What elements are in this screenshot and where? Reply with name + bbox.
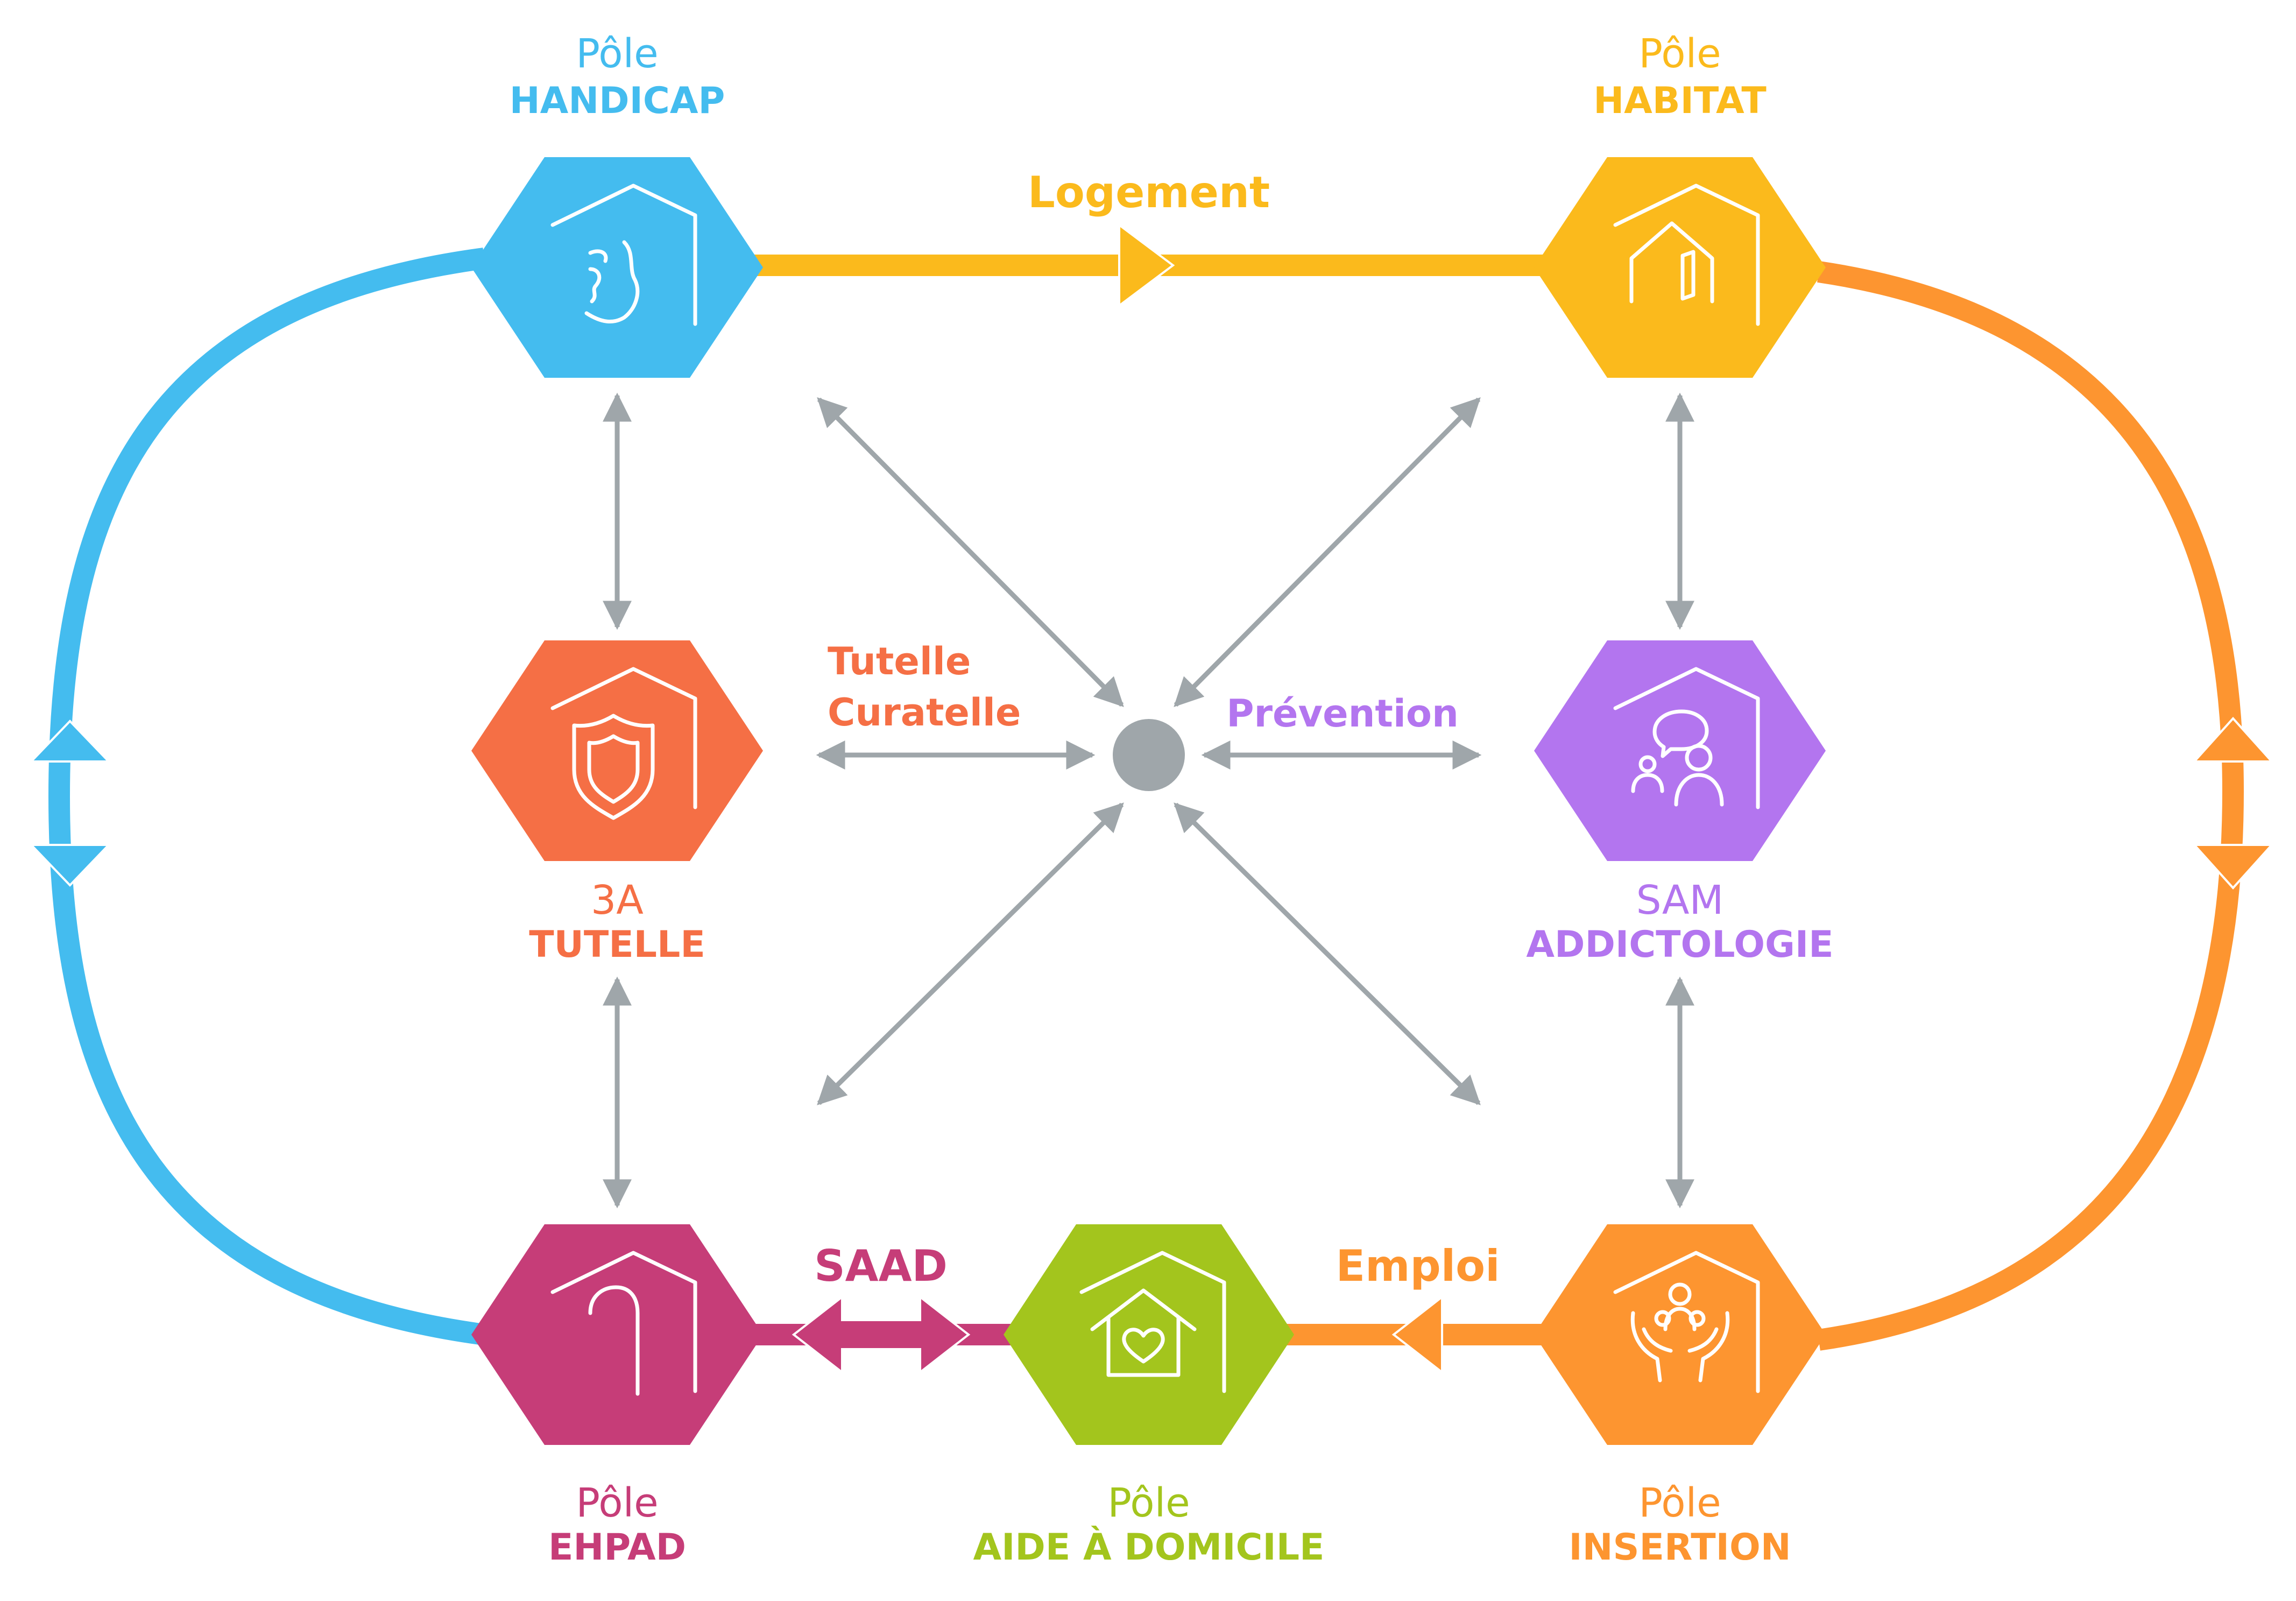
curatelle-label-line2: Curatelle [828,690,1021,735]
hub-arrow-top-left [817,397,1124,707]
orange-loop-arc [1817,261,2244,1351]
center-hub [1113,719,1185,791]
hub-arrow-bottom-left [817,802,1124,1105]
prevention-label: Prévention [1226,692,1459,736]
emploi-edge [1281,1294,1560,1375]
aide-line2: AIDE À DOMICILE [973,1526,1324,1569]
orange-double-arrow [2192,717,2274,890]
logement-label: Logement [1028,167,1270,217]
tutelle-node-line1: 3A [591,877,644,923]
hands-people-icon [1613,1251,1760,1393]
habitat-line2: HABITAT [1593,80,1767,122]
tutelle-label-line1: Tutelle [828,639,971,683]
ehpad-line2: EHPAD [548,1526,686,1569]
heart-house-icon [1079,1251,1226,1393]
house-door-icon [1613,184,1760,326]
logement-edge [753,223,1560,308]
handicap-line2: HANDICAP [510,80,725,122]
tutelle-node-line2: TUTELLE [529,923,705,966]
addictologie-line2: ADDICTOLOGIE [1526,923,1833,966]
node-aide-a-domicile [1004,1224,1294,1445]
node-tutelle [471,640,763,861]
handicap-line1: Pôle [576,31,658,77]
hub-arrow-bottom-right [1174,802,1481,1105]
insertion-line1: Pôle [1638,1480,1721,1526]
hub-arrow-top-right [1174,397,1481,707]
saad-label: SAAD [814,1241,948,1291]
blue-double-arrow [29,720,111,887]
shield-house-icon [550,667,697,820]
saad-edge [753,1294,1033,1375]
speech-bubble-people-icon [1613,667,1760,809]
ehpad-line1: Pôle [576,1480,658,1526]
face-profile-house-icon [550,184,697,326]
blue-loop-arc [48,248,486,1345]
addictologie-line1: SAM [1636,877,1724,923]
node-habitat [1534,157,1826,378]
node-insertion [1534,1224,1826,1445]
node-ehpad [471,1224,763,1445]
node-addictologie [1534,640,1826,861]
cane-house-icon [550,1251,697,1396]
node-handicap [471,157,763,378]
insertion-line2: INSERTION [1569,1526,1791,1569]
aide-line1: Pôle [1107,1480,1190,1526]
emploi-label: Emploi [1336,1241,1500,1291]
habitat-line1: Pôle [1638,31,1721,77]
